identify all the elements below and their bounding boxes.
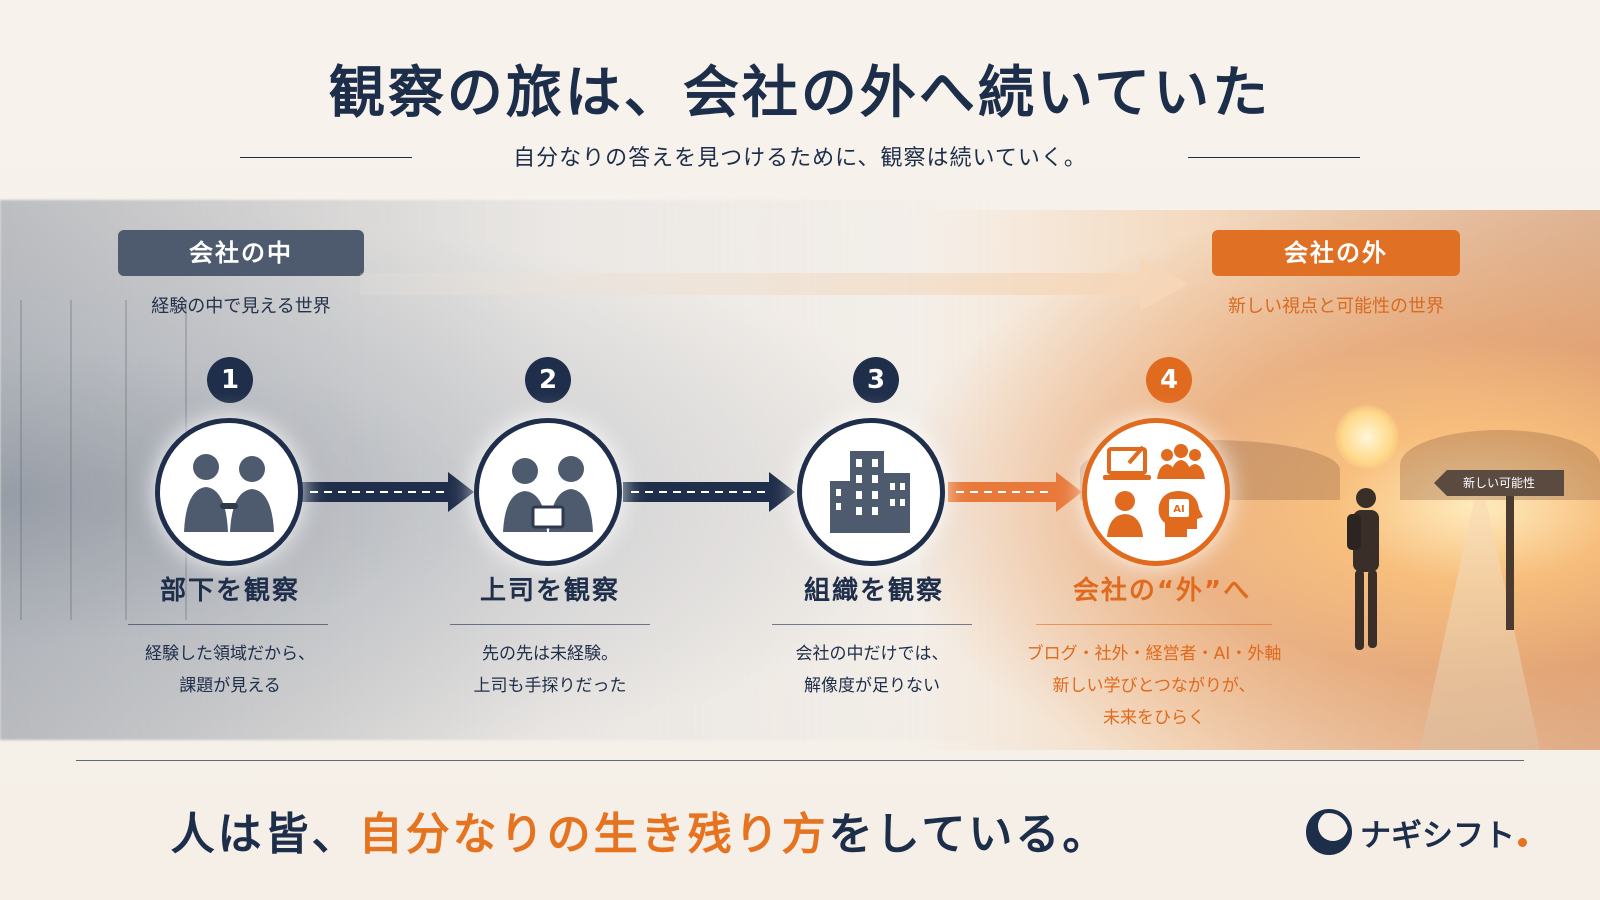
window-frame (70, 300, 72, 620)
step-rule-3 (772, 624, 972, 625)
group-people-icon (1157, 444, 1205, 479)
walking-person-silhouette (1347, 488, 1379, 650)
sun (1335, 405, 1399, 469)
step-title-3: 組織を観察 (803, 576, 944, 606)
step-rule-4 (1036, 624, 1272, 625)
footer-divider (76, 760, 1524, 761)
outside-company-badge: 会社の外 (1212, 230, 1460, 276)
laptop-pen-icon (1103, 445, 1151, 480)
window-frame (125, 300, 127, 620)
logo-text: ナギシフト (1360, 817, 1515, 854)
step-circle-3 (797, 418, 945, 566)
handshake-people-icon (184, 454, 274, 532)
arrow-connector-3 (948, 472, 1082, 512)
arrow-connector-1 (302, 472, 474, 512)
brand-logo: ナギシフト (1306, 806, 1527, 858)
step-number-4: 4 (1146, 357, 1192, 403)
motto: 人は皆、自分なりの生き残り方をしている。 (170, 809, 1110, 860)
outside-company-caption: 新しい視点と可能性の世界 (1228, 296, 1444, 317)
window-frame (20, 300, 22, 620)
step-circle-2 (474, 418, 622, 566)
boss-and-subordinate-icon (503, 456, 593, 532)
inside-company-caption: 経験の中で見える世界 (151, 296, 331, 317)
subtitle-rule-right (1188, 157, 1360, 158)
step-title-1: 部下を観察 (159, 576, 300, 606)
outside-world-icons: AI (1103, 444, 1205, 537)
step-number-1: 1 (207, 357, 253, 403)
step-description-4: ブログ・社外・経営者・AI・外軸 新しい学びとつながりが、 未来をひらく (1026, 644, 1282, 728)
step-number-2: 2 (525, 357, 571, 403)
journey-arrow (360, 257, 1188, 311)
step-circle-1 (155, 418, 303, 566)
signpost-pole (1506, 490, 1514, 630)
arrow-connector-2 (623, 472, 795, 512)
step-rule-1 (128, 624, 328, 625)
ai-head-icon: AI (1158, 491, 1203, 537)
step-title-2: 上司を観察 (479, 576, 620, 606)
svg-text:AI: AI (1173, 504, 1184, 515)
step-rule-2 (450, 624, 650, 625)
crescent-logo-icon (1306, 809, 1352, 855)
subtitle-rule-left (240, 157, 412, 158)
page-title: 観察の旅は、会社の外へ続いていた (328, 60, 1272, 126)
step-circle-4: AI (1082, 418, 1230, 566)
step-number-3: 3 (853, 357, 899, 403)
signpost-label: 新しい可能性 (1434, 470, 1564, 496)
logo-dot (1518, 837, 1527, 847)
step-title-4: 会社の“外”へ (1072, 576, 1252, 606)
building-icon (830, 451, 910, 533)
step-description-3: 会社の中だけでは、 解像度が足りない (795, 644, 949, 696)
person-icon (1107, 491, 1143, 537)
inside-company-badge: 会社の中 (118, 230, 364, 276)
step-description-2: 先の先は未経験。 上司も手探りだった (473, 644, 627, 696)
subtitle: 自分なりの答えを見つけるために、観察は続いていく。 (513, 146, 1087, 171)
step-description-1: 経験した領域だから、 課題が見える (145, 644, 315, 696)
subtitle-row: 自分なりの答えを見つけるために、観察は続いていく。 (0, 140, 1600, 176)
